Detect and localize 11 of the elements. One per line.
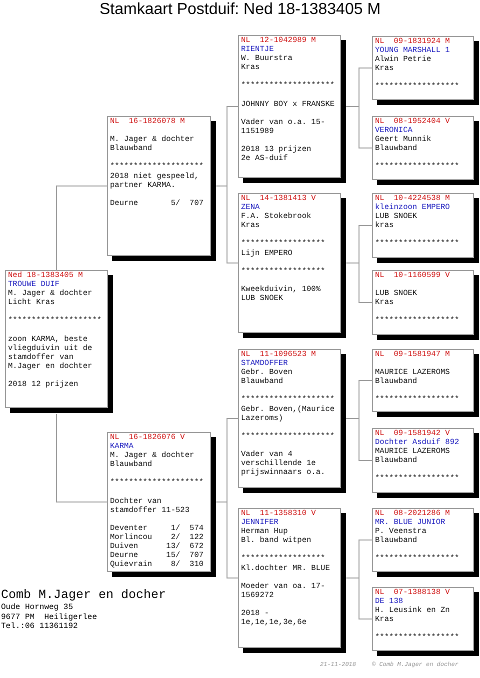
connector-line xyxy=(216,502,238,578)
connector-line xyxy=(56,414,108,502)
address-text: Oude Hornweg 35 xyxy=(1,603,74,613)
sender-name: Comb M.Jager en docher xyxy=(1,588,166,602)
connector-line xyxy=(216,186,238,264)
address-text: 9677 PM Heiligerlee xyxy=(1,612,98,622)
connector-line xyxy=(346,106,372,148)
connector-line xyxy=(56,186,108,270)
phone-number: Tel.:06 11361192 xyxy=(1,622,78,632)
connector-line xyxy=(346,418,372,461)
chart-title: Stamkaart Postduif: Ned 18-1383405 M xyxy=(98,1,382,19)
